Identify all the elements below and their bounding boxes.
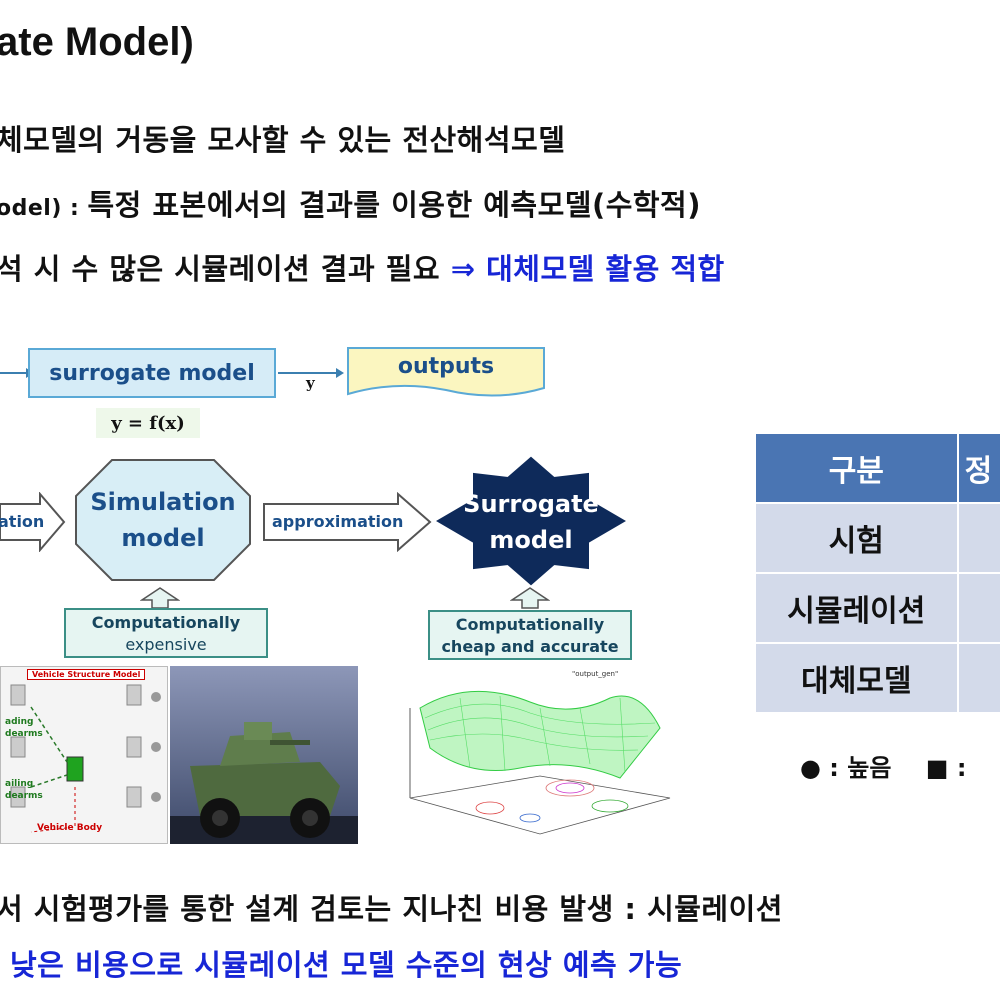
label-trailing-arms: dearms (5, 791, 43, 801)
simulation-model-node: Simulation model (74, 458, 252, 582)
bullet-2-prefix: odel) : (0, 196, 88, 221)
legend-high: ● : 높음 (800, 754, 892, 782)
input-arrow-label: ation (0, 512, 45, 531)
plot-title: "output_gen" (572, 670, 619, 678)
surrogate-model-box: surrogate model (28, 348, 276, 398)
surface-plot-drawing (409, 690, 671, 835)
simulation-model-label: Simulation model (90, 488, 236, 552)
label-leading-arms: dearms (5, 729, 43, 739)
octagon-shape (75, 459, 251, 581)
equation-label: y = f(x) (96, 408, 200, 438)
bottom-line-1: 서 시험평가를 통한 설계 검토는 지나친 비용 발생 : 시뮬레이션 (0, 892, 783, 926)
table-cell (956, 642, 1000, 714)
vehicle-structure-image: Vehicle Structure Model ading dearms ail… (0, 666, 168, 844)
bullet-1-text: 체모델의 거동을 모사할 수 있는 전산해석모델 (0, 123, 566, 157)
bullet-line-2: odel) : 특정 표본에서의 결과를 이용한 예측모델(수학적) (0, 182, 701, 224)
table-header-row: 구분 정 (754, 432, 1000, 504)
table-cell: 시험 (754, 502, 959, 574)
note-cheap: Computationally cheap and accurate (428, 610, 632, 660)
armored-vehicle-icon (170, 722, 358, 844)
star-shape (436, 456, 626, 586)
table-legend: ● : 높음 ■ : (800, 748, 966, 783)
approximation-label: approximation (272, 512, 404, 531)
approximation-arrow: approximation (262, 492, 432, 552)
comparison-table: 구분 정 시험 시뮬레이션 대체모델 (754, 432, 1000, 714)
table-cell (956, 502, 1000, 574)
y-arrow-label: y (306, 374, 315, 392)
input-arrow-shape (0, 492, 66, 552)
outputs-label: outputs (397, 354, 495, 379)
bullet-line-3: 석 시 수 많은 시뮬레이션 결과 필요 ⇒ 대체모델 활용 적합 (0, 246, 725, 288)
input-arrow: ation (0, 492, 66, 552)
outputs-shape (347, 347, 545, 397)
label-leading: ading (5, 717, 34, 727)
vehicle-structure-drawing (10, 684, 161, 833)
bullet-line-1: 체모델의 거동을 모사할 수 있는 전산해석모델 (0, 117, 565, 159)
bullet-3-highlight: ⇒ 대체모델 활용 적합 (450, 252, 725, 286)
table-row: 시험 (754, 502, 1000, 574)
vehicle-render-image (170, 666, 358, 844)
surrogate-star-label: Surrogate model (463, 490, 599, 554)
table-header-cell: 정 (956, 432, 1000, 504)
outputs-box: outputs (346, 346, 546, 398)
bullet-2-text: 특정 표본에서의 결과를 이용한 예측모델(수학적) (87, 188, 701, 222)
up-arrow-sim (140, 587, 180, 609)
table-row: 대체모델 (754, 642, 1000, 714)
table-row: 시뮬레이션 (754, 572, 1000, 644)
note-expensive: Computationally expensive (64, 608, 268, 658)
label-vehicle-body: Vehicle Body (37, 823, 103, 833)
table-cell (956, 572, 1000, 644)
table-cell: 시뮬레이션 (754, 572, 959, 644)
bullet-3-text: 석 시 수 많은 시뮬레이션 결과 필요 (0, 252, 451, 286)
approximation-arrow-shape (263, 492, 432, 552)
table-header-cell: 구분 (754, 432, 959, 504)
surrogate-star-node: Surrogate model (436, 456, 626, 586)
label-trailing: ailing (5, 779, 34, 789)
table-cell: 대체모델 (754, 642, 959, 714)
surface-plot-image: "output_gen" (390, 668, 690, 840)
slide-title: ate Model) (0, 20, 194, 64)
vehicle-model-title: Vehicle Structure Model (27, 669, 146, 680)
bottom-line-2: 낮은 비용으로 시뮬레이션 모델 수준의 현상 예측 가능 (10, 948, 683, 982)
up-arrow-surrogate (510, 587, 550, 609)
legend-square: ■ : (925, 754, 967, 782)
